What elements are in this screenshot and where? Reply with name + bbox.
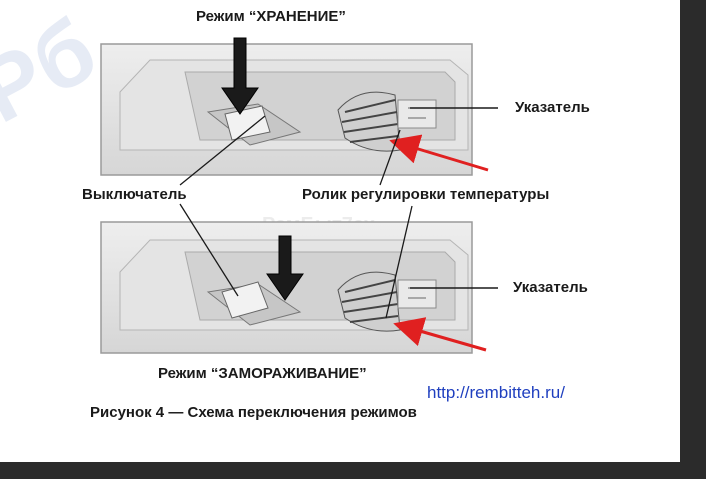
switch-label: Выключатель	[82, 186, 187, 203]
figure-illustration	[100, 37, 498, 354]
bottom-panel	[100, 221, 498, 354]
mode-storage-label: Режим “ХРАНЕНИЕ”	[196, 8, 346, 25]
roller-leader-bottom	[385, 205, 413, 319]
viewer-background-right	[680, 0, 706, 479]
bottom-red-arrow	[393, 317, 487, 352]
figure-caption: Рисунок 4 — Схема переключения режимов	[90, 404, 417, 421]
bottom-roller-icon	[337, 271, 437, 332]
document-page: Рб РемБыт7ех	[0, 0, 680, 462]
top-roller-icon	[337, 91, 437, 152]
top-down-arrow-icon	[221, 37, 259, 115]
switch-leader-top	[179, 115, 266, 186]
roller-label: Ролик регулировки температуры	[302, 186, 550, 203]
viewer-background-bottom	[0, 462, 706, 479]
bottom-switch-icon	[206, 281, 302, 326]
mode-freeze-label: Режим “ЗАМОРАЖИВАНИЕ”	[158, 365, 367, 382]
bottom-down-arrow-icon	[266, 235, 304, 301]
switch-leader-bottom	[179, 203, 239, 297]
roller-leader-top	[379, 129, 401, 186]
top-panel	[100, 37, 498, 176]
top-red-arrow	[389, 134, 489, 172]
source-url-link[interactable]: http://rembitteh.ru/	[427, 383, 565, 402]
indicator-label-top: Указатель	[515, 99, 590, 116]
indicator-label-bottom: Указатель	[513, 279, 588, 296]
